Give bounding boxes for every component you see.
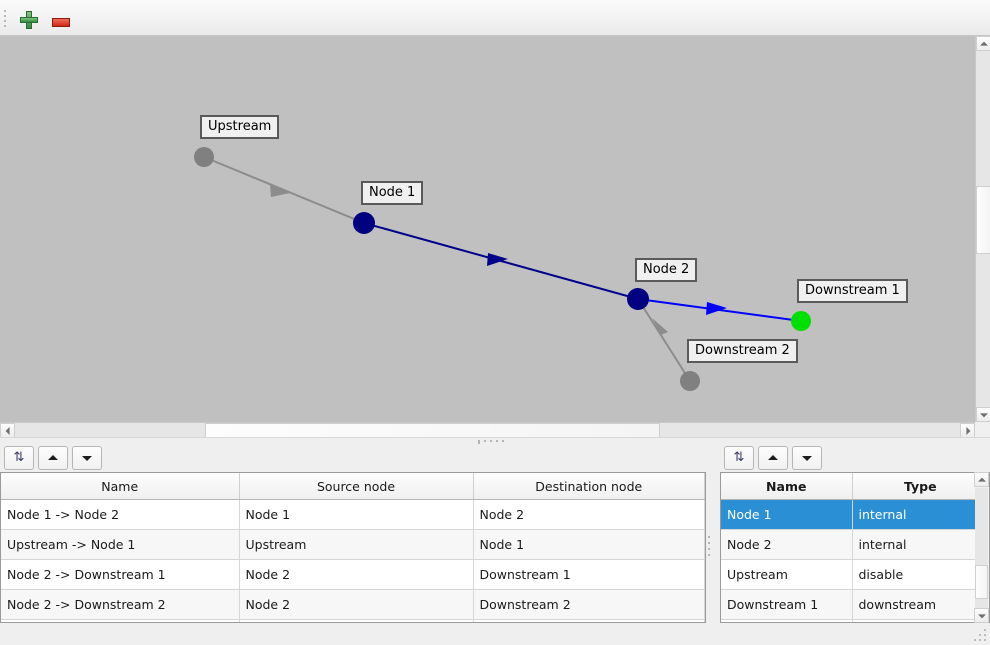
nodes-scroll-thumb[interactable] <box>975 565 988 599</box>
graph-vertical-scrollbar[interactable] <box>975 36 990 422</box>
graph-horizontal-scrollbar[interactable] <box>0 422 975 438</box>
nodes-cell-name[interactable]: Upstream <box>721 559 853 590</box>
graph-label-downstream2: Downstream 2 <box>687 339 798 363</box>
graph-label-downstream1: Downstream 1 <box>797 279 908 303</box>
table-row[interactable]: Upstream disable <box>721 559 989 590</box>
nodes-cell-name[interactable]: Downstream 1 <box>721 589 853 620</box>
table-row[interactable]: Node 1 internal <box>721 499 989 530</box>
edges-column-header-name[interactable]: Name <box>1 473 240 500</box>
triangle-up-icon <box>768 455 778 460</box>
edges-cell-name[interactable]: Node 2 -> Downstream 2 <box>1 589 240 620</box>
splitter-grip <box>478 440 512 444</box>
sort-icon: ⇅ <box>733 450 745 465</box>
nodes-sort-button[interactable]: ⇅ <box>724 446 754 470</box>
sort-icon: ⇅ <box>13 450 25 465</box>
vertical-splitter-grip <box>708 535 710 560</box>
edges-cell-name[interactable]: Node 1 -> Node 2 <box>1 499 240 530</box>
graph-label-node1: Node 1 <box>361 181 424 205</box>
edges-sort-button[interactable]: ⇅ <box>4 446 34 470</box>
nodes-move-down-button[interactable] <box>792 446 822 470</box>
scrollbar-corner <box>975 422 990 437</box>
edges-column-header-source[interactable]: Source node <box>239 473 474 500</box>
table-row[interactable]: Node 2 internal <box>721 529 989 560</box>
triangle-down-icon <box>82 456 92 461</box>
main-toolbar <box>0 0 990 36</box>
edges-cell-source[interactable]: Node 1 <box>239 499 474 530</box>
add-button[interactable] <box>16 6 42 30</box>
triangle-down-icon <box>802 456 812 461</box>
nodes-cell-type[interactable]: internal <box>852 529 989 560</box>
nodes-cell-type[interactable]: internal <box>852 499 989 530</box>
edges-table-header-row: Name Source node Destination node <box>1 473 705 500</box>
table-row[interactable]: Downstream 1 downstream <box>721 589 989 620</box>
graph-hscroll-thumb[interactable] <box>205 423 660 438</box>
edges-cell-name[interactable]: Upstream -> Node 1 <box>1 529 240 560</box>
table-row[interactable]: Upstream -> Node 1 Upstream Node 1 <box>1 529 705 560</box>
edges-cell-destination[interactable]: Downstream 2 <box>473 589 705 620</box>
edges-cell-source[interactable]: Node 2 <box>239 589 474 620</box>
nodes-cell-name[interactable]: Node 2 <box>721 529 853 560</box>
edge-node2-downstream2 <box>637 298 691 382</box>
graph-panel: Upstream Node 1 Node 2 Downstream 1 Down… <box>0 36 990 438</box>
nodes-table-header-row: Name Type <box>721 473 989 500</box>
edges-cell-destination[interactable]: Downstream 1 <box>473 559 705 590</box>
nodes-scroll-up-icon[interactable] <box>974 472 989 487</box>
edges-cell-source[interactable]: Node 2 <box>239 559 474 590</box>
table-row[interactable]: Node 1 -> Node 2 Node 1 Node 2 <box>1 499 705 530</box>
window-resize-grip[interactable] <box>974 629 987 642</box>
nodes-table: Name Type Node 1 internal Node 2 interna… <box>721 473 989 622</box>
edges-table: Name Source node Destination node Node 1… <box>1 473 705 622</box>
table-row[interactable]: Node 2 -> Downstream 2 Node 2 Downstream… <box>1 589 705 620</box>
graph-node-downstream1[interactable] <box>791 311 811 331</box>
edges-cell-name[interactable]: Node 2 -> Downstream 1 <box>1 559 240 590</box>
nodes-cell-name[interactable]: Node 1 <box>721 499 853 530</box>
plus-icon <box>20 10 38 29</box>
graph-node-downstream2[interactable] <box>680 371 700 391</box>
graph-node-node1[interactable] <box>353 212 375 234</box>
edges-table-empty-row <box>1 619 705 622</box>
horizontal-splitter[interactable] <box>0 437 990 445</box>
edges-move-up-button[interactable] <box>38 446 68 470</box>
graph-scroll-left-icon[interactable] <box>0 423 15 438</box>
graph-canvas[interactable]: Upstream Node 1 Node 2 Downstream 1 Down… <box>0 36 975 422</box>
nodes-move-up-button[interactable] <box>758 446 788 470</box>
triangle-up-icon <box>48 455 58 460</box>
edges-cell-source[interactable]: Upstream <box>239 529 474 560</box>
nodes-cell-type[interactable]: downstream <box>852 589 989 620</box>
edges-move-down-button[interactable] <box>72 446 102 470</box>
edges-cell-destination[interactable]: Node 2 <box>473 499 705 530</box>
graph-scroll-up-icon[interactable] <box>976 36 990 51</box>
nodes-toolbar: ⇅ <box>712 444 826 472</box>
nodes-column-header-type[interactable]: Type <box>852 473 989 500</box>
graph-node-node2[interactable] <box>627 288 649 310</box>
edges-cell-destination[interactable]: Node 1 <box>473 529 705 560</box>
delete-button[interactable] <box>48 6 74 30</box>
graph-scroll-right-icon[interactable] <box>960 423 975 438</box>
nodes-cell-type[interactable]: disable <box>852 559 989 590</box>
edges-toolbar: ⇅ <box>0 444 106 472</box>
bottom-area: ⇅ Name Source node Destination node <box>0 444 990 645</box>
graph-label-upstream: Upstream <box>200 115 280 139</box>
table-row[interactable]: Node 2 -> Downstream 1 Node 2 Downstream… <box>1 559 705 590</box>
edges-table-container[interactable]: Name Source node Destination node Node 1… <box>0 472 706 623</box>
edges-column-header-destination[interactable]: Destination node <box>473 473 705 500</box>
vertical-splitter[interactable] <box>706 472 712 623</box>
graph-label-node2: Node 2 <box>635 258 698 282</box>
edge-node1-node2 <box>363 222 639 300</box>
nodes-table-empty-row <box>721 619 989 622</box>
graph-edges-layer <box>203 156 802 382</box>
nodes-column-header-name[interactable]: Name <box>721 473 853 500</box>
nodes-table-scrollbar[interactable] <box>974 472 990 623</box>
edge-node2-downstream1 <box>637 298 802 322</box>
graph-vscroll-thumb[interactable] <box>976 186 990 254</box>
toolbar-drag-grip[interactable] <box>4 10 9 27</box>
graph-scroll-down-icon[interactable] <box>976 407 990 422</box>
minus-icon <box>52 17 70 27</box>
graph-node-upstream[interactable] <box>194 147 214 167</box>
nodes-scroll-down-icon[interactable] <box>974 608 989 623</box>
edge-upstream-node1 <box>203 156 365 224</box>
nodes-table-container[interactable]: Name Type Node 1 internal Node 2 interna… <box>720 472 990 623</box>
